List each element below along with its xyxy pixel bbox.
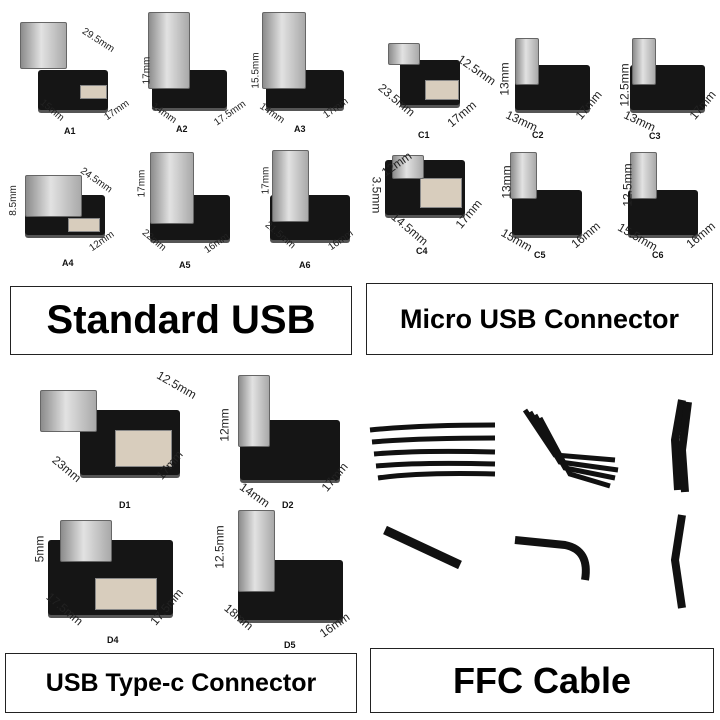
connector-plug bbox=[25, 175, 82, 217]
dimension-label: 13mm bbox=[503, 107, 540, 135]
connector-plug bbox=[148, 12, 190, 89]
dimension-label: 15.5mm bbox=[250, 52, 262, 89]
dimension-label: 12.5mm bbox=[454, 51, 499, 89]
connector-plug bbox=[510, 152, 537, 199]
dimension-label: 14mm bbox=[237, 479, 273, 511]
connector-plug bbox=[392, 155, 424, 179]
connector-plug bbox=[150, 152, 194, 224]
product-code: C4 bbox=[416, 246, 428, 256]
product-code: D4 bbox=[107, 635, 119, 645]
ffc-latch bbox=[95, 578, 157, 610]
product-code: A3 bbox=[294, 124, 306, 134]
standard-usb-title: Standard USB bbox=[10, 286, 352, 355]
product-code: A1 bbox=[64, 126, 76, 136]
dimension-label: 17mm bbox=[260, 166, 272, 195]
dimension-label: 12.5mm bbox=[154, 368, 199, 402]
dimension-label: 12mm bbox=[217, 408, 232, 442]
dimension-label: 12.5mm bbox=[212, 525, 227, 569]
product-code: D2 bbox=[282, 500, 294, 510]
ffc-cable-bundle-flat bbox=[369, 422, 496, 481]
dimension-label: 13mm bbox=[497, 62, 512, 96]
ffc-cable-single-folded bbox=[670, 514, 686, 609]
ffc-latch bbox=[425, 80, 459, 100]
connector-plug bbox=[238, 375, 270, 447]
connector-plug bbox=[20, 22, 67, 69]
connector-plug bbox=[238, 510, 275, 592]
product-code: C2 bbox=[532, 130, 544, 140]
product-code: C6 bbox=[652, 250, 664, 260]
ffc-latch bbox=[420, 178, 462, 208]
dimension-label: 24.5mm bbox=[78, 165, 115, 196]
ffc-latch bbox=[80, 85, 107, 99]
product-code: D1 bbox=[119, 500, 131, 510]
ffc-cables bbox=[369, 399, 692, 609]
ffc-latch bbox=[115, 430, 172, 467]
product-code: A6 bbox=[299, 260, 311, 270]
connector-plug bbox=[388, 43, 420, 65]
ffc-latch bbox=[68, 218, 100, 232]
connector-plug bbox=[272, 150, 309, 222]
ffc-cable-folded bbox=[670, 399, 692, 493]
connector-plug bbox=[630, 152, 657, 199]
dimension-label: 8.5mm bbox=[7, 185, 19, 216]
dimension-label: 14.5mm bbox=[388, 209, 431, 249]
ffc-cable-bundle-angled bbox=[522, 408, 619, 489]
product-code: A4 bbox=[62, 258, 74, 268]
usb-type-c-title: USB Type-c Connector bbox=[5, 653, 357, 713]
connector-plug bbox=[515, 38, 539, 85]
dimension-label: 5mm bbox=[32, 535, 47, 563]
dimension-label: 13mm bbox=[621, 107, 658, 135]
product-code: A2 bbox=[176, 124, 188, 134]
product-code: A5 bbox=[179, 260, 191, 270]
dimension-label: 29.5mm bbox=[79, 26, 117, 55]
dimension-label: 3.5mm bbox=[369, 176, 384, 214]
connector-plug bbox=[40, 390, 97, 432]
dimension-label: 17mm bbox=[136, 169, 148, 198]
micro-usb-title: Micro USB Connector bbox=[366, 283, 713, 355]
dimension-label: 12.5mm bbox=[617, 63, 632, 107]
connector-plug bbox=[632, 38, 656, 85]
dimension-label: 17mm bbox=[141, 56, 153, 85]
dimension-label: 12.5mm bbox=[620, 163, 635, 207]
dimension-label: 13mm bbox=[499, 165, 514, 199]
ffc-cable-single-straight bbox=[383, 525, 462, 570]
product-code: D5 bbox=[284, 640, 296, 650]
dimension-label: 23mm bbox=[49, 452, 84, 486]
product-code: C1 bbox=[418, 130, 430, 140]
product-code: C3 bbox=[649, 131, 661, 141]
ffc-cable-single-bent bbox=[514, 536, 590, 581]
product-code: C5 bbox=[534, 250, 546, 260]
ffc-cable-title: FFC Cable bbox=[370, 648, 714, 713]
connector-plug bbox=[60, 520, 112, 562]
connector-plug bbox=[262, 12, 306, 89]
